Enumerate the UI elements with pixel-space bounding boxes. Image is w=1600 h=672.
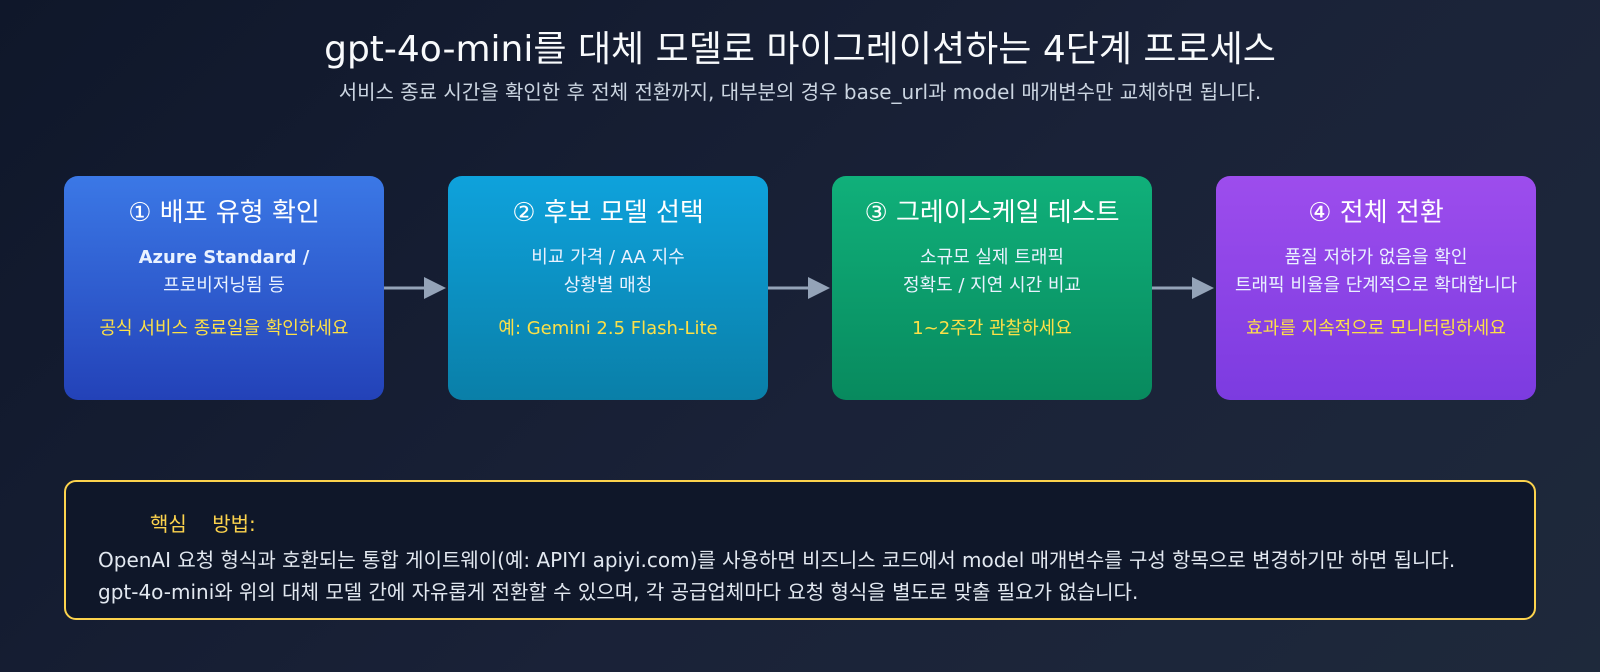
- callout-line-2: gpt-4o-mini와 위의 대체 모델 간에 자유롭게 전환할 수 있으며,…: [98, 580, 1139, 604]
- step-1-note: 공식 서비스 종료일을 확인하세요: [99, 318, 349, 339]
- page-title: gpt-4o-mini를 대체 모델로 마이그레이션하는 4단계 프로세스: [324, 29, 1276, 70]
- step-1-desc-line2: 프로비저닝됨 등: [163, 275, 285, 296]
- key-method-callout: 핵심 방법: OpenAI 요청 형식과 호환되는 통합 게이트웨이(예: AP…: [64, 480, 1536, 620]
- step-2-card: ② 후보 모델 선택 비교 가격 / AA 지수 상황별 매칭 예: Gemin…: [448, 176, 768, 400]
- step-3-card: ③ 그레이스케일 테스트 소규모 실제 트래픽 정확도 / 지연 시간 비교 1…: [832, 176, 1152, 400]
- callout-label: 핵심 방법:: [150, 512, 256, 536]
- page-subtitle: 서비스 종료 시간을 확인한 후 전체 전환까지, 대부분의 경우 base_u…: [338, 80, 1262, 104]
- step-1-desc-line1: Azure Standard /: [138, 247, 310, 268]
- step-2-desc-line1: 비교 가격 / AA 지수: [531, 247, 685, 268]
- step-4-title: ④ 전체 전환: [1308, 198, 1444, 228]
- step-2-desc-line2: 상황별 매칭: [563, 275, 653, 296]
- step-3-description: 소규모 실제 트래픽 정확도 / 지연 시간 비교: [832, 244, 1152, 300]
- right-arrow-icon: [384, 277, 446, 299]
- step-4-note: 효과를 지속적으로 모니터링하세요: [1246, 318, 1506, 339]
- step-4-description: 품질 저하가 없음을 확인 트래픽 비율을 단계적으로 확대합니다: [1216, 244, 1536, 300]
- right-arrow-icon: [768, 277, 830, 299]
- step-3-title: ③ 그레이스케일 테스트: [864, 198, 1120, 228]
- step-1-description: Azure Standard / 프로비저닝됨 등: [64, 244, 384, 300]
- step-2-title: ② 후보 모델 선택: [512, 198, 704, 228]
- step-3-note: 1~2주간 관찰하세요: [912, 318, 1072, 339]
- step-2-note: 예: Gemini 2.5 Flash-Lite: [498, 318, 718, 339]
- callout-line-1: OpenAI 요청 형식과 호환되는 통합 게이트웨이(예: APIYI api…: [98, 548, 1456, 572]
- step-4-card: ④ 전체 전환 품질 저하가 없음을 확인 트래픽 비율을 단계적으로 확대합니…: [1216, 176, 1536, 400]
- step-1-card: ① 배포 유형 확인 Azure Standard / 프로비저닝됨 등 공식 …: [64, 176, 384, 400]
- right-arrow-icon: [1152, 277, 1214, 299]
- step-2-description: 비교 가격 / AA 지수 상황별 매칭: [448, 244, 768, 300]
- step-4-desc-line2: 트래픽 비율을 단계적으로 확대합니다: [1234, 275, 1518, 296]
- step-3-desc-line2: 정확도 / 지연 시간 비교: [903, 275, 1081, 296]
- step-1-title: ① 배포 유형 확인: [128, 198, 320, 228]
- step-4-desc-line1: 품질 저하가 없음을 확인: [1284, 247, 1468, 268]
- step-3-desc-line1: 소규모 실제 트래픽: [920, 247, 1064, 268]
